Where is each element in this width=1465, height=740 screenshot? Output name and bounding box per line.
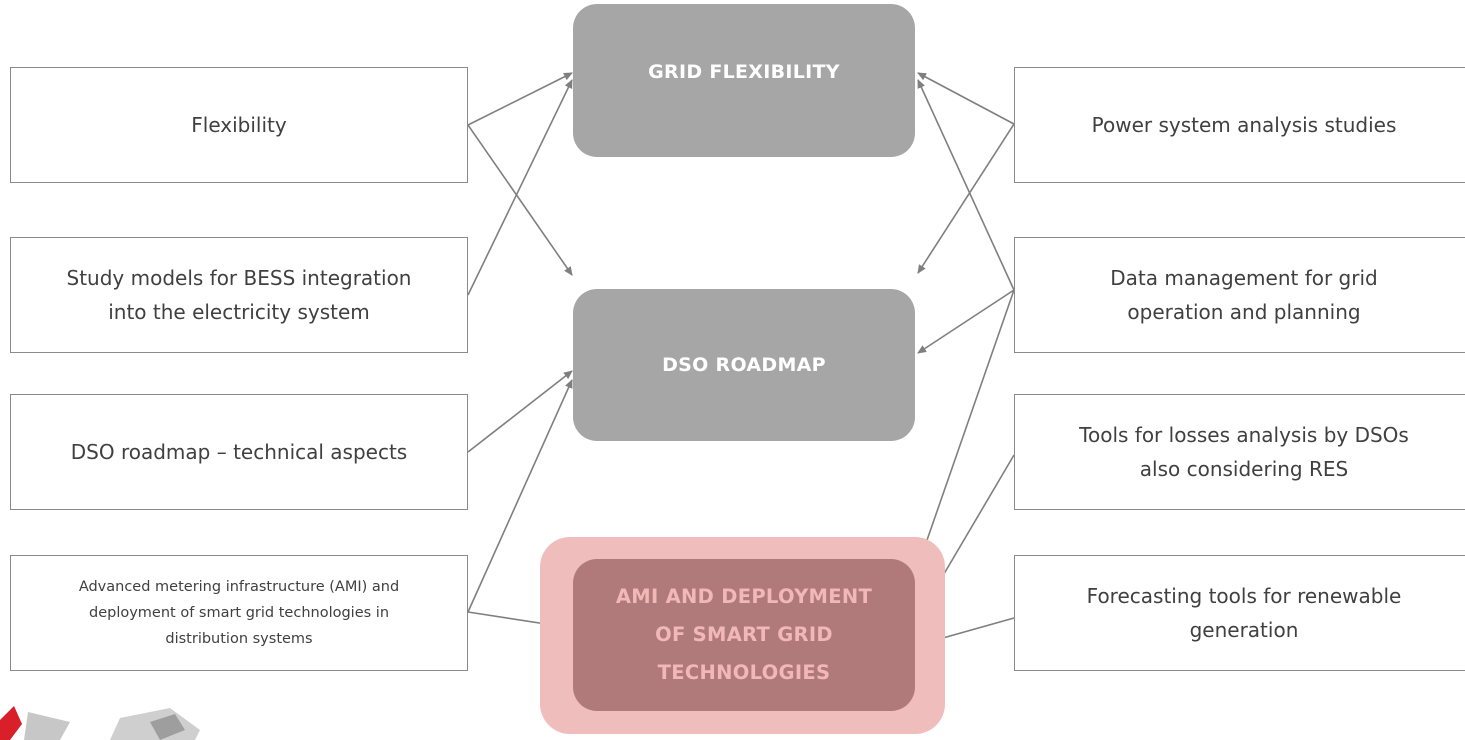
hub-ami-line-1: AMI AND DEPLOYMENT	[615, 585, 873, 608]
topic-losses-line-1: Tools for losses analysis by DSOs	[1079, 423, 1409, 447]
topic-ami-line-3: distribution systems	[165, 631, 313, 647]
arrow-power-analysis-to-dso-roadmap	[917, 123, 1015, 274]
arrow-data-mgmt-to-grid-flexibility	[917, 79, 1015, 291]
topic-dso-roadmap-technical: DSO roadmap – technical aspects	[10, 394, 468, 510]
arrow-data-mgmt-to-ami-hub	[916, 289, 1015, 567]
arrow-ami-to-dso-roadmap	[467, 379, 573, 613]
topic-forecasting-tools: Forecasting tools for renewable generati…	[1014, 555, 1465, 671]
arrow-data-mgmt-to-dso-roadmap	[917, 289, 1015, 354]
topic-power-system-analysis: Power system analysis studies	[1014, 67, 1465, 183]
hub-dso-roadmap-label: DSO ROADMAP	[662, 354, 826, 376]
topic-data-mgmt-line-2: operation and planning	[1127, 300, 1361, 324]
topic-losses-analysis: Tools for losses analysis by DSOs also c…	[1014, 394, 1465, 510]
hub-ami-smart-grid: AMI AND DEPLOYMENT OF SMART GRID TECHNOL…	[573, 559, 915, 711]
hub-ami-line-2: OF SMART GRID	[655, 623, 833, 646]
topic-bess-line-1: Study models for BESS integration	[66, 266, 412, 290]
hub-ami-line-3: TECHNOLOGIES	[657, 661, 831, 684]
topic-bess-study-models: Study models for BESS integration into t…	[10, 237, 468, 353]
topic-forecasting-line-1: Forecasting tools for renewable	[1086, 584, 1402, 608]
arrow-flexibility-to-dso-roadmap	[467, 124, 573, 276]
topic-data-management: Data management for grid operation and p…	[1014, 237, 1465, 353]
topic-ami-deployment: Advanced metering infrastructure (AMI) a…	[10, 555, 468, 671]
topic-flexibility-label: Flexibility	[191, 113, 287, 137]
topic-ami-line-2: deployment of smart grid technologies in	[88, 605, 390, 621]
hub-grid-flexibility-label: GRID FLEXIBILITY	[648, 60, 840, 83]
arrow-dso-aspects-to-dso-roadmap	[467, 370, 573, 453]
topic-dso-technical-label: DSO roadmap – technical aspects	[70, 440, 408, 464]
topic-flexibility: Flexibility	[10, 67, 468, 183]
topic-losses-line-2: also considering RES	[1139, 457, 1349, 481]
hub-dso-roadmap: DSO ROADMAP	[573, 289, 915, 441]
topic-data-mgmt-line-1: Data management for grid	[1110, 266, 1378, 290]
topic-forecasting-line-2: generation	[1189, 618, 1299, 642]
arrow-flexibility-to-grid-flexibility	[467, 72, 573, 126]
topic-ami-line-1: Advanced metering infrastructure (AMI) a…	[78, 579, 400, 595]
topic-bess-line-2: into the electricity system	[108, 300, 370, 324]
topic-power-analysis-label: Power system analysis studies	[1091, 113, 1397, 137]
hub-grid-flexibility: GRID FLEXIBILITY	[573, 4, 915, 157]
arrow-power-analysis-to-grid-flexibility	[917, 72, 1015, 125]
arrow-bess-to-grid-flexibility	[467, 79, 573, 296]
logo-fragment	[0, 706, 200, 740]
